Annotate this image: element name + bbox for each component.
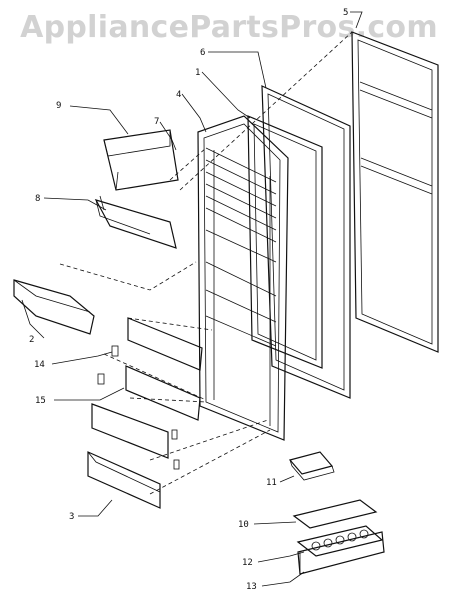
ice-tray-small	[288, 451, 335, 481]
leader-lines	[21, 11, 363, 587]
door-bin-left	[13, 279, 95, 335]
callout-7: 7	[154, 117, 159, 127]
shelf-clips	[97, 345, 180, 470]
callout-12: 12	[242, 558, 253, 568]
callout-5: 5	[343, 8, 348, 18]
ice-cube-tray	[296, 525, 384, 557]
door-inner-liner	[197, 115, 289, 441]
callout-8: 8	[35, 194, 40, 204]
callout-10: 10	[238, 520, 249, 530]
ice-bin-lid	[292, 499, 378, 529]
door-bins-middle	[91, 317, 203, 459]
callout-2: 2	[29, 335, 34, 345]
assembly-lines	[59, 31, 353, 495]
callout-6: 6	[200, 48, 205, 58]
callout-3: 3	[69, 512, 74, 522]
callout-4: 4	[176, 90, 181, 100]
watermark: AppliancePartsPros.com	[20, 10, 438, 45]
callout-9: 9	[56, 101, 61, 111]
callout-14: 14	[34, 360, 45, 370]
door-bin-bottom	[87, 451, 161, 509]
door-panel	[351, 31, 439, 353]
door-shelf-bin-upper	[94, 195, 177, 249]
dairy-compartment	[103, 129, 179, 191]
door-gasket	[261, 85, 351, 399]
callout-15: 15	[35, 396, 46, 406]
ice-bucket	[297, 531, 385, 575]
callout-11: 11	[266, 478, 277, 488]
callout-1: 1	[195, 68, 200, 78]
callout-13: 13	[246, 582, 257, 592]
door-liner-frame	[247, 115, 323, 369]
